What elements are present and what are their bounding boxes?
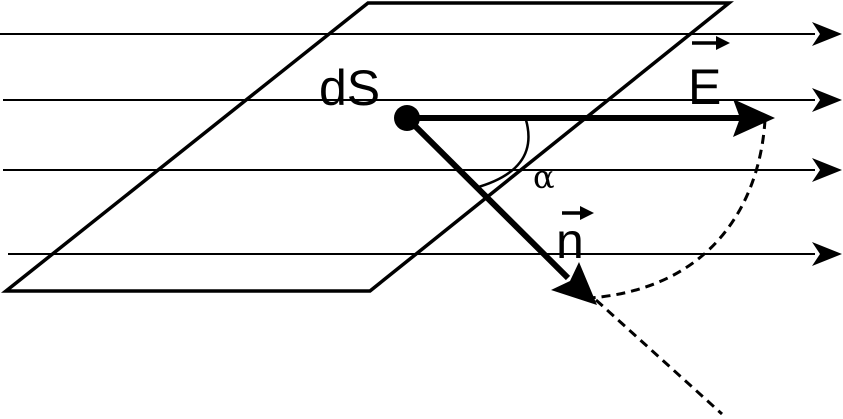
normal-overarrow: [562, 206, 594, 220]
field-label: E: [688, 59, 721, 115]
field-vector-arrowhead: [733, 99, 775, 137]
rotation-dashed-arc: [589, 119, 767, 300]
angle-label: α: [533, 158, 555, 196]
normal-dashed-extension: [594, 298, 724, 416]
field-arrowhead-1: [812, 22, 842, 46]
area-label: dS: [319, 60, 380, 116]
field-overarrow: [692, 36, 730, 50]
field-line-arrowheads: [812, 22, 842, 266]
field-arrowhead-2: [812, 88, 842, 112]
angle-arc: [474, 119, 530, 190]
surface-element-parallelogram: [0, 1, 734, 293]
normal-label: n: [556, 213, 584, 269]
normal-vector-arrowhead: [551, 262, 597, 305]
field-arrowhead-3: [812, 158, 842, 182]
field-arrowhead-4: [812, 242, 842, 266]
normal-vector-shaft: [404, 115, 571, 281]
field-lines: [0, 33, 815, 255]
origin-point: [394, 105, 420, 131]
